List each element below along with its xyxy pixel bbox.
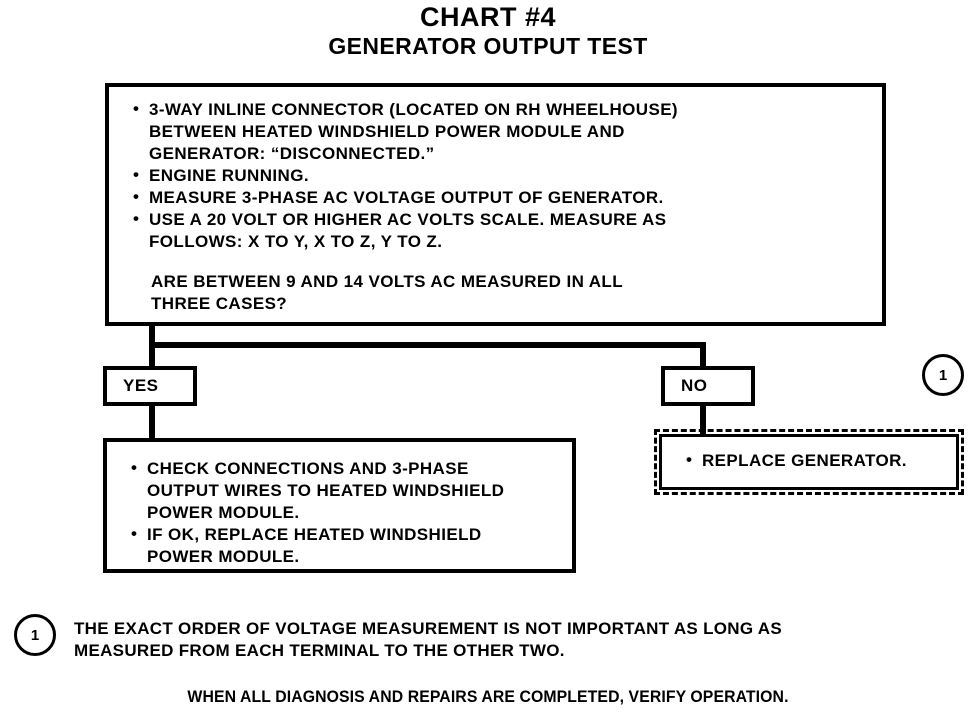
reference-marker-icon: 1 [922,354,964,396]
action-line: CHECK CONNECTIONS AND 3-PHASE [147,459,469,478]
verify-operation-note: WHEN ALL DIAGNOSIS AND REPAIRS ARE COMPL… [187,687,789,706]
connector-horizontal-bus [149,342,706,348]
footnote-line: MEASURED FROM EACH TERMINAL TO THE OTHER… [74,641,565,660]
branch-label-no: NO [661,366,755,406]
page-title: CHART #4 [419,2,557,32]
list-item: IF OK, REPLACE HEATED WINDSHIELD POWER M… [129,523,572,568]
action-line: OUTPUT WIRES TO HEATED WINDSHIELD [147,481,505,500]
condition-line: USE A 20 VOLT OR HIGHER AC VOLTS SCALE. … [149,210,667,229]
condition-line: MEASURE 3-PHASE AC VOLTAGE OUTPUT OF GEN… [149,188,664,207]
yes-action-content: CHECK CONNECTIONS AND 3-PHASE OUTPUT WIR… [107,442,572,568]
yes-action-box: CHECK CONNECTIONS AND 3-PHASE OUTPUT WIR… [103,438,576,573]
condition-line: FOLLOWS: X TO Y, X TO Z, Y TO Z. [149,232,443,251]
action-line: POWER MODULE. [147,547,300,566]
connector-no-to-action [700,404,706,436]
list-item: REPLACE GENERATOR. [684,449,956,472]
no-action-box: REPLACE GENERATOR. [654,429,964,495]
connector-no-down [700,342,706,368]
main-question-box: 3-WAY INLINE CONNECTOR (LOCATED ON RH WH… [105,83,964,396]
action-line: IF OK, REPLACE HEATED WINDSHIELD [147,525,482,544]
branch-label-text: YES [123,376,159,395]
question-line: ARE BETWEEN 9 AND 14 VOLTS AC MEASURED I… [151,272,623,291]
footnote-text: THE EXACT ORDER OF VOLTAGE MEASUREMENT I… [74,618,964,662]
action-list: REPLACE GENERATOR. [684,449,956,472]
decision-question: ARE BETWEEN 9 AND 14 VOLTS AC MEASURED I… [151,271,882,315]
connector-main-down [149,326,155,348]
action-list: CHECK CONNECTIONS AND 3-PHASE OUTPUT WIR… [129,457,572,568]
footnote-marker-icon: 1 [14,614,56,656]
branch-label-text: NO [681,376,708,395]
connector-yes-down [149,342,155,368]
condition-line: GENERATOR: “DISCONNECTED.” [149,144,435,163]
action-line: REPLACE GENERATOR. [702,451,907,470]
main-question-content: 3-WAY INLINE CONNECTOR (LOCATED ON RH WH… [109,87,882,315]
footnote-line: THE EXACT ORDER OF VOLTAGE MEASUREMENT I… [74,619,782,638]
condition-line: BETWEEN HEATED WINDSHIELD POWER MODULE A… [149,122,625,141]
list-item: 3-WAY INLINE CONNECTOR (LOCATED ON RH WH… [131,98,882,165]
no-action-content: REPLACE GENERATOR. [662,437,956,472]
action-line: POWER MODULE. [147,503,300,522]
question-line: THREE CASES? [151,294,288,313]
condition-line: ENGINE RUNNING. [149,166,309,185]
list-item: MEASURE 3-PHASE AC VOLTAGE OUTPUT OF GEN… [131,186,882,209]
list-item: ENGINE RUNNING. [131,164,882,187]
connector-yes-to-action [149,404,155,440]
list-item: USE A 20 VOLT OR HIGHER AC VOLTS SCALE. … [131,208,882,253]
page-subtitle: GENERATOR OUTPUT TEST [328,33,648,59]
branch-label-yes: YES [103,366,197,406]
condition-line: 3-WAY INLINE CONNECTOR (LOCATED ON RH WH… [149,100,678,119]
condition-list: 3-WAY INLINE CONNECTOR (LOCATED ON RH WH… [131,98,882,253]
list-item: CHECK CONNECTIONS AND 3-PHASE OUTPUT WIR… [129,457,572,524]
